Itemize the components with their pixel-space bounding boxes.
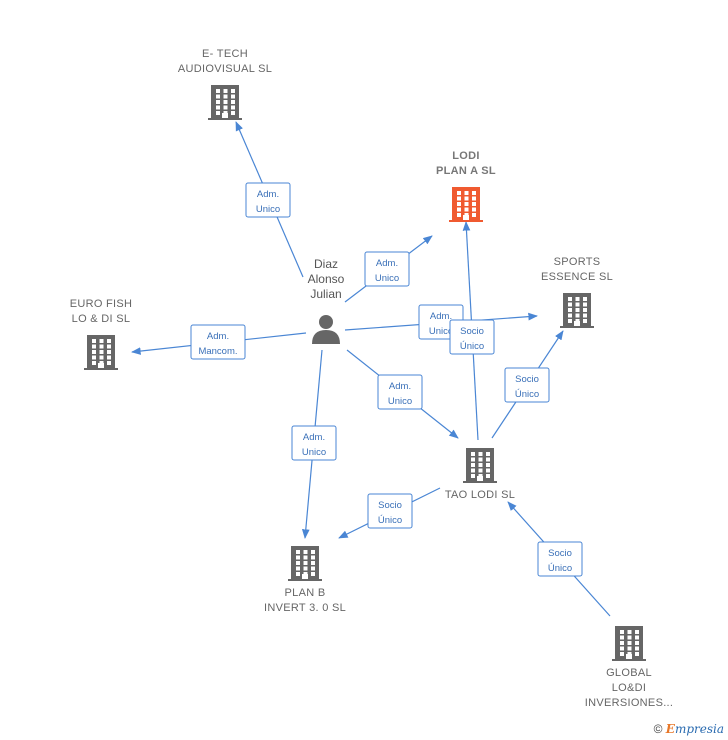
node-label: Alonso: [308, 272, 345, 286]
edge-label-text: Unico: [256, 204, 280, 215]
footer-brand: © Empresia: [654, 722, 724, 736]
edge-label[interactable]: Adm. Unico: [291, 425, 337, 461]
edge-label[interactable]: Adm. Unico: [364, 251, 410, 287]
edge-label-text: Adm.: [303, 432, 325, 443]
building-icon: [463, 448, 497, 483]
edge-label-text: Socio: [515, 374, 539, 385]
node-label: INVERSIONES...: [585, 697, 674, 709]
copyright-symbol: ©: [653, 722, 663, 736]
node-label: TAO LODI SL: [445, 489, 515, 501]
edge-label[interactable]: Adm. Mancom.: [190, 324, 246, 360]
edge-label-text: Adm.: [389, 381, 411, 392]
node-label: LO&DI: [612, 682, 647, 694]
node-label: Julian: [310, 287, 341, 301]
node-label: EURO FISH: [70, 298, 133, 310]
building-icon: [560, 293, 594, 328]
building-icon: [208, 85, 242, 120]
node-sports[interactable]: SPORTS ESSENCE SL: [541, 256, 613, 328]
edge-label-text: Único: [515, 389, 539, 400]
edge-label-text: Adm.: [257, 189, 279, 200]
person-icon: [312, 315, 340, 344]
building-icon: [84, 335, 118, 370]
edge-label-text: Unico: [375, 273, 399, 284]
edge-label-text: Socio: [548, 548, 572, 559]
node-label: AUDIOVISUAL SL: [178, 63, 272, 75]
node-label: PLAN A SL: [436, 165, 496, 177]
brand-logo: Empresia: [665, 722, 724, 736]
node-global[interactable]: GLOBAL LO&DI INVERSIONES...: [585, 626, 674, 709]
node-eurofish[interactable]: EURO FISH LO & DI SL: [70, 298, 133, 370]
edge-label[interactable]: Adm. Unico: [245, 182, 291, 218]
node-label: LODI: [452, 150, 479, 162]
edge-label-text: Único: [548, 563, 572, 574]
building-icon: [612, 626, 646, 661]
node-label: SPORTS: [554, 256, 601, 268]
node-label: ESSENCE SL: [541, 271, 613, 283]
node-lodi[interactable]: LODI PLAN A SL: [436, 150, 496, 222]
edge-label-text: Único: [460, 341, 484, 352]
edge-label-text: Socio: [378, 500, 402, 511]
node-etech[interactable]: E- TECH AUDIOVISUAL SL: [178, 48, 272, 120]
node-label: PLAN B: [285, 587, 326, 599]
building-icon: [288, 546, 322, 581]
node-label: E- TECH: [202, 48, 248, 60]
node-tao[interactable]: TAO LODI SL: [445, 448, 515, 501]
edge-label[interactable]: Adm. Unico: [377, 374, 423, 410]
edge-label-text: Unico: [429, 326, 453, 337]
edge-label-text: Adm.: [207, 331, 229, 342]
edge-label-text: Unico: [302, 447, 326, 458]
node-label: LO & DI SL: [72, 313, 131, 325]
node-planb[interactable]: PLAN B INVERT 3. 0 SL: [264, 546, 346, 614]
edge-label-text: Adm.: [376, 258, 398, 269]
edge-label-text: Mancom.: [198, 346, 237, 357]
edge-label-text: Único: [378, 515, 402, 526]
node-label: Diaz: [314, 257, 338, 271]
edge-label-text: Adm.: [430, 311, 452, 322]
building-icon: [449, 187, 483, 222]
edge-label-text: Unico: [388, 396, 412, 407]
edge-label-text: Socio: [460, 326, 484, 337]
node-label: GLOBAL: [606, 667, 652, 679]
node-label: INVERT 3. 0 SL: [264, 602, 346, 614]
